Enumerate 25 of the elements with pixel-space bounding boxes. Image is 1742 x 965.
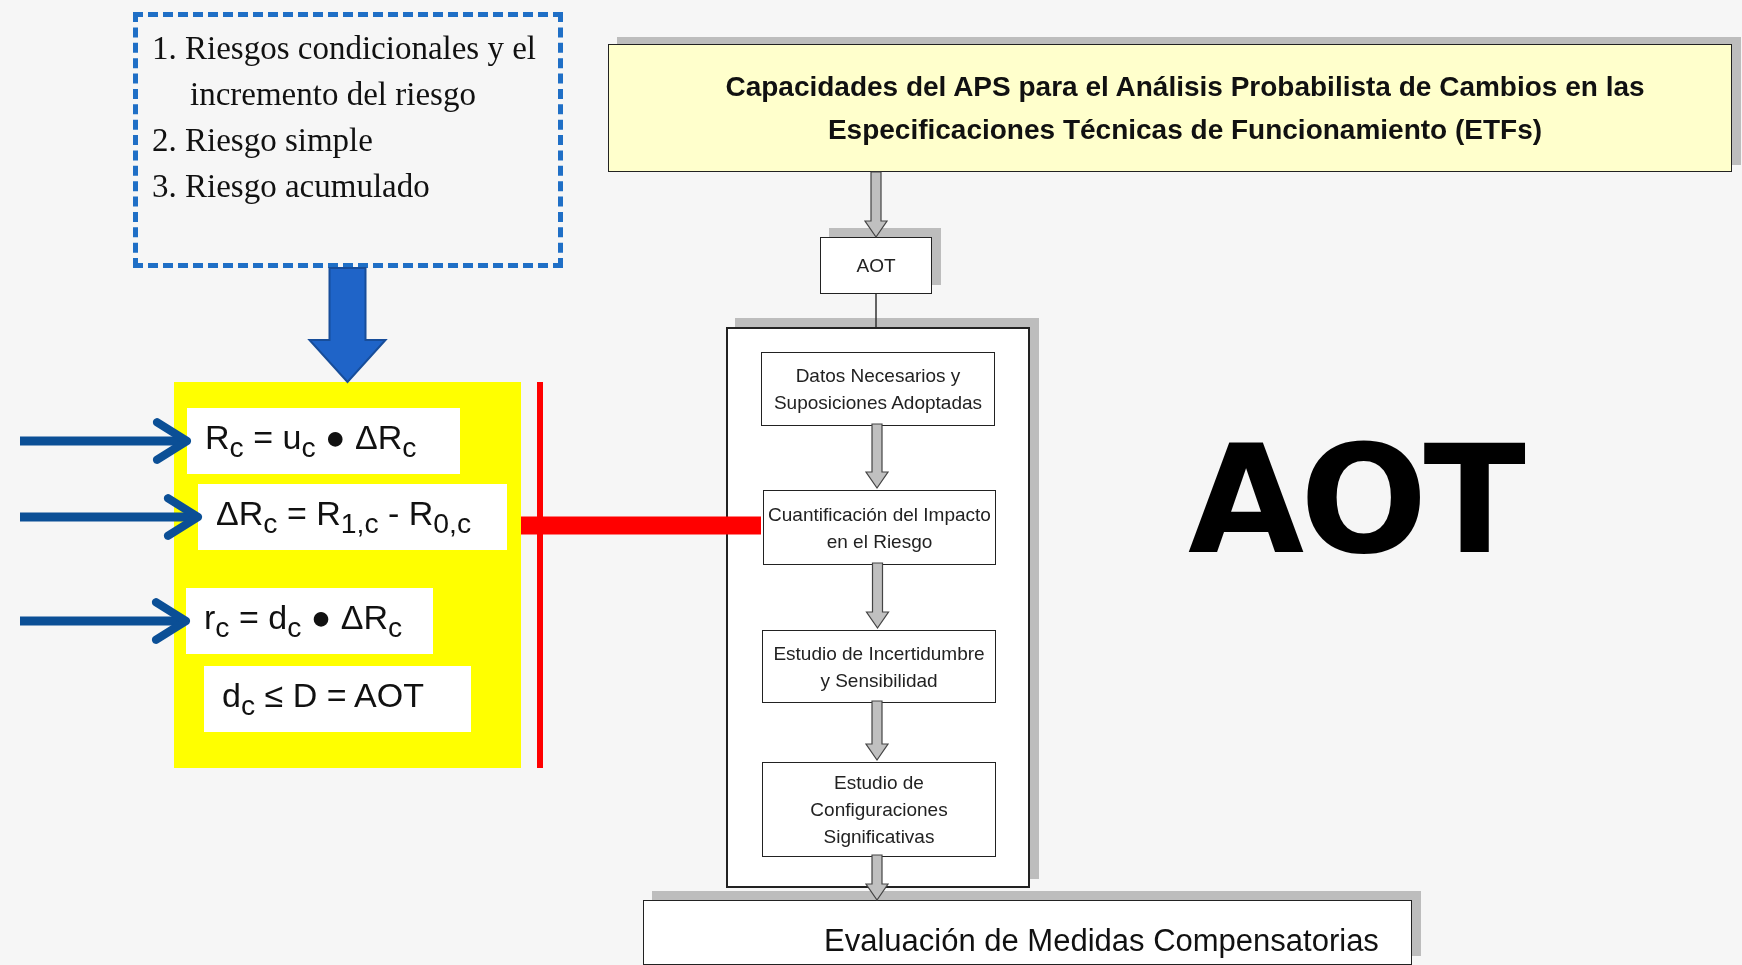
dashed-list-box (133, 12, 563, 268)
large-heading: AOT (1188, 425, 1522, 575)
block-arrow (863, 171, 889, 239)
formula-box: ΔR$_{c}$ = R$_{1,c}$ - R$_{0,c}$ (198, 484, 507, 550)
arrow (20, 418, 192, 464)
list-item: 3. Riesgo acumulado (152, 167, 431, 206)
arrow (20, 598, 191, 644)
arrow (20, 494, 203, 540)
connector-line (521, 516, 761, 535)
connector-line (875, 293, 877, 328)
process-box: Estudio de Configuraciones Significativas (762, 762, 996, 857)
block-arrow (864, 854, 890, 902)
block-arrow (864, 700, 890, 762)
formula-box: r$_{c}$ = d$_{c}$ ● ΔR$_{c}$ (186, 588, 433, 654)
process-box: Cuantificación del Impacto en el Riesgo (763, 490, 996, 565)
block-arrow (864, 423, 890, 490)
formula-box: d$_{c}$ ≤ D = AOT (204, 666, 471, 732)
process-box: Datos Necesarios y Suposiciones Adoptadas (761, 352, 995, 426)
list-item: 1. Riesgos condicionales y el incremento del riesgo (152, 29, 537, 114)
process-box: Estudio de Incertidumbre y Sensibilidad (762, 630, 996, 703)
block-arrow (307, 267, 388, 384)
formula-box: R$_{c}$ = u$_{c}$ ● ΔR$_{c}$ (187, 408, 460, 474)
formula-panel (174, 382, 521, 768)
list-item: 2. Riesgo simple (152, 121, 374, 160)
block-arrow (865, 562, 890, 630)
